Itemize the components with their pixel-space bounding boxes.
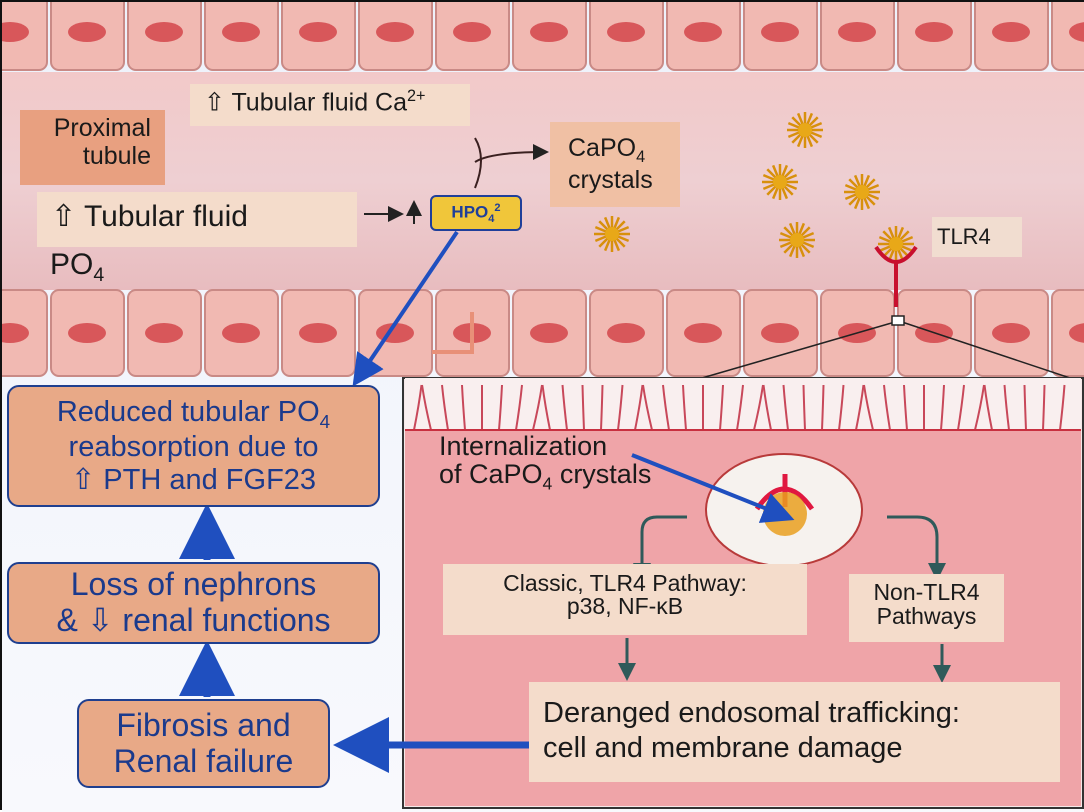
crystal-icon xyxy=(762,164,798,200)
microvillus xyxy=(515,384,523,431)
microvillus xyxy=(662,384,670,431)
cell-nucleus xyxy=(992,323,1030,343)
microvillus xyxy=(974,384,985,431)
microvillus xyxy=(541,384,551,431)
microvillus xyxy=(940,384,945,431)
microvillus xyxy=(903,384,908,431)
microvillus xyxy=(753,384,764,431)
microvillus xyxy=(461,384,466,431)
cell-nucleus xyxy=(2,22,29,42)
microvillus xyxy=(642,384,653,431)
microvillus xyxy=(802,384,806,431)
cell-nucleus xyxy=(222,22,260,42)
microvillus xyxy=(1023,384,1027,431)
microvillus xyxy=(413,384,423,431)
epithelial-cell xyxy=(1051,2,1084,71)
cell-nucleus xyxy=(145,22,183,42)
microvillus xyxy=(617,384,624,431)
po4-label: PO4 xyxy=(50,248,105,286)
cell-nucleus xyxy=(1069,22,1084,42)
cell-nucleus xyxy=(68,22,106,42)
microvillus xyxy=(957,384,965,431)
crystal-icon xyxy=(787,112,823,148)
microvillus xyxy=(498,384,503,431)
microvillus xyxy=(1059,384,1066,431)
cell-nucleus xyxy=(607,323,645,343)
microvillus xyxy=(1003,384,1010,431)
capo4-crystals-label: CaPO4 crystals xyxy=(550,122,680,207)
epithelial-cell xyxy=(1051,289,1084,377)
deranged-trafficking-box: Deranged endosomal trafficking: cell and… xyxy=(529,682,1060,782)
cell-nucleus xyxy=(915,22,953,42)
cell-nucleus xyxy=(607,22,645,42)
hpo4-badge: HPO42 xyxy=(430,195,522,231)
tlr4-label: TLR4 xyxy=(932,217,1022,257)
cell-nucleus xyxy=(453,22,491,42)
cell-nucleus xyxy=(376,22,414,42)
cell-nucleus xyxy=(992,22,1030,42)
microvillus xyxy=(600,384,604,431)
microvillus xyxy=(719,384,724,431)
microvillus xyxy=(855,384,865,431)
microvillus xyxy=(983,384,993,431)
microvillus xyxy=(762,384,772,431)
cell-nucleus xyxy=(1069,323,1084,343)
reduced-reabsorption-box: Reduced tubular PO4 reabsorption due to … xyxy=(7,385,380,507)
crystal-icon xyxy=(594,216,630,252)
internalization-label: Internalization of CaPO4 crystals xyxy=(439,431,652,494)
tlr4-receptor xyxy=(874,245,918,307)
loss-of-nephrons-box: Loss of nephrons & ⇩ renal functions xyxy=(7,562,380,644)
crystal-icon xyxy=(878,226,914,262)
epithelial-cells-bottom xyxy=(2,289,1084,377)
non-tlr4-pathways-box: Non-TLR4 Pathways xyxy=(849,574,1004,642)
microvillus xyxy=(421,384,432,431)
cell-nucleus xyxy=(299,22,337,42)
microvillus xyxy=(883,384,891,431)
cell-nucleus xyxy=(761,323,799,343)
microvillus xyxy=(561,384,568,431)
tubular-fluid-ca-label: ⇧ Tubular fluid Ca2+ xyxy=(190,84,470,126)
crystal-icon xyxy=(844,174,880,210)
microvillus xyxy=(581,384,585,431)
microvillus xyxy=(736,384,744,431)
cell-nucleus xyxy=(299,323,337,343)
cell-nucleus xyxy=(68,323,106,343)
microvillus xyxy=(838,384,845,431)
capo4-crystals xyxy=(594,112,914,262)
microvillus xyxy=(863,384,874,431)
fibrosis-renal-failure-box: Fibrosis and Renal failure xyxy=(77,699,330,788)
crystal-icon xyxy=(779,222,815,258)
cell-nucleus xyxy=(838,22,876,42)
tubular-fluid-po4-label: ⇧ Tubular fluid xyxy=(37,192,357,247)
microvillus xyxy=(532,384,543,431)
microvillus xyxy=(1042,384,1046,431)
cell-nucleus xyxy=(761,22,799,42)
microvillus xyxy=(634,384,644,431)
cell-nucleus xyxy=(530,323,568,343)
cell-nucleus xyxy=(684,323,722,343)
microvillus xyxy=(821,384,825,431)
epithelial-cells-top xyxy=(2,2,1084,71)
microvillus xyxy=(782,384,789,431)
microvillus xyxy=(441,384,449,431)
cell-nucleus xyxy=(530,22,568,42)
microvillus xyxy=(682,384,687,431)
cell-nucleus xyxy=(145,323,183,343)
cell-nucleus xyxy=(2,323,29,343)
proximal-tubule-label: Proximal tubule xyxy=(20,110,165,185)
cell-nucleus xyxy=(222,323,260,343)
cell-nucleus xyxy=(684,22,722,42)
classic-tlr4-pathway-box: Classic, TLR4 Pathway: p38, NF-κB xyxy=(443,564,807,635)
